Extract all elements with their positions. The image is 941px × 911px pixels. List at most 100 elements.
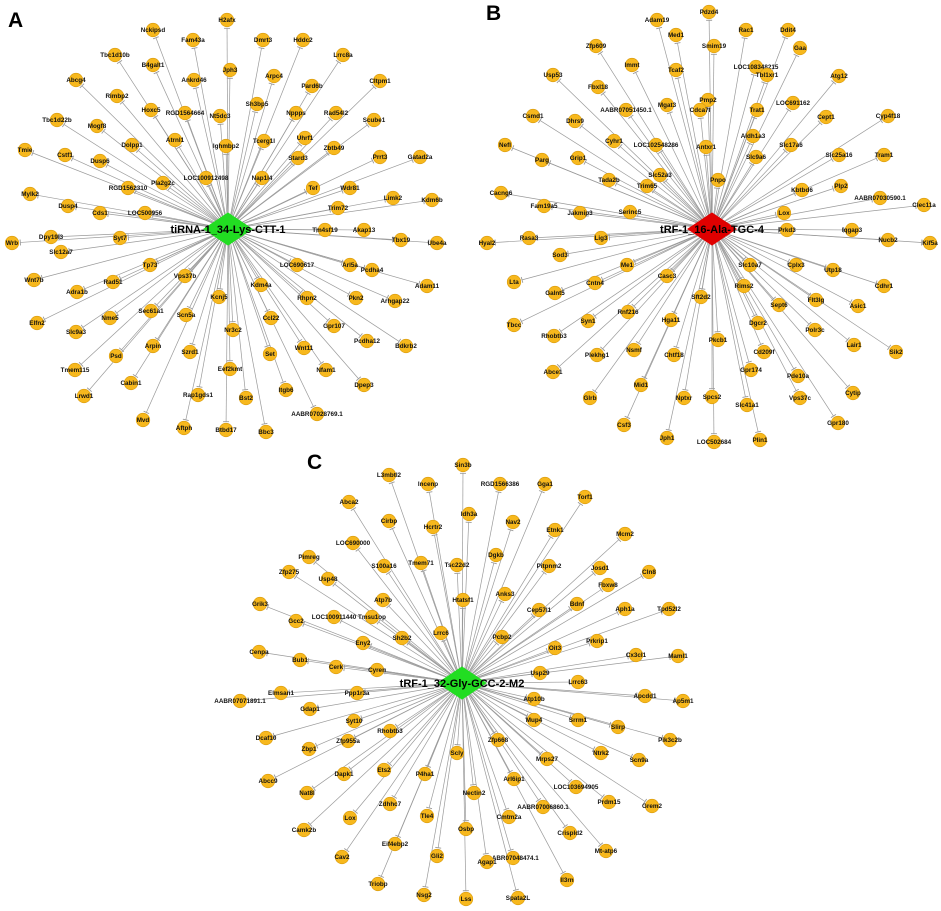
panel-c-gene-node[interactable]: LOC103694905 — [554, 779, 599, 795]
panel-c-gene-node[interactable]: Hcrtr2 — [424, 519, 443, 535]
panel-a-gene-node[interactable]: Cstf1 — [57, 147, 73, 163]
panel-c-gene-node[interactable]: Cerk — [328, 659, 343, 675]
panel-a-gene-node[interactable]: Nap1l4 — [252, 170, 273, 186]
panel-a-gene-node[interactable]: Limk2 — [384, 190, 403, 206]
panel-a-gene-node[interactable]: Cltpm1 — [369, 73, 391, 89]
panel-c-gene-node[interactable]: Eny2 — [355, 635, 371, 651]
panel-c-gene-node[interactable]: Mup4 — [526, 712, 543, 728]
panel-b-gene-node[interactable]: Slc10a7 — [738, 257, 762, 273]
panel-b-gene-node[interactable]: Abce1 — [544, 364, 563, 380]
panel-c-gene-node[interactable]: Prdm15 — [597, 794, 621, 810]
panel-b-gene-node[interactable]: Gpr180 — [827, 415, 849, 431]
panel-a-gene-node[interactable]: Stard3 — [288, 150, 308, 166]
panel-a-gene-node[interactable]: Arl5a — [342, 257, 358, 273]
panel-a-gene-node[interactable]: Dusp4 — [58, 198, 78, 214]
panel-c-gene-node[interactable]: Prkrip1 — [586, 633, 608, 649]
panel-c-gene-node[interactable]: Cav2 — [334, 849, 350, 865]
panel-b-gene-node[interactable]: Slc52a3 — [648, 167, 672, 183]
panel-c-gene-node[interactable]: Pik3c2b — [658, 732, 682, 748]
panel-a-gene-node[interactable]: Wdr81 — [340, 180, 360, 196]
panel-b-gene-node[interactable]: Aldh1a3 — [741, 128, 766, 144]
panel-a-gene-node[interactable]: LOC500956 — [128, 205, 163, 221]
panel-a-gene-node[interactable]: Dpep3 — [354, 377, 374, 393]
panel-b-gene-node[interactable]: AABR07030590.1 — [854, 190, 906, 206]
panel-b-gene-node[interactable]: LOC502684 — [697, 434, 732, 450]
panel-a-gene-node[interactable]: Wnt7b — [24, 272, 44, 288]
panel-b-gene-node[interactable]: Atg12 — [830, 68, 848, 84]
panel-c-gene-node[interactable]: Cenpa — [249, 644, 269, 660]
panel-c-gene-node[interactable]: Pcbp2 — [493, 629, 512, 645]
panel-a-gene-node[interactable]: Nme5 — [101, 310, 119, 326]
panel-a-gene-node[interactable]: Pla2g2c — [151, 175, 175, 191]
panel-c-gene-node[interactable]: Mrps27 — [536, 751, 559, 767]
panel-a-gene-node[interactable]: Ankrd46 — [181, 72, 207, 88]
panel-b-gene-node[interactable]: Rhobtb3 — [541, 328, 567, 344]
panel-a-gene-node[interactable]: Arpc4 — [265, 68, 283, 84]
panel-c-gene-node[interactable]: AABR07048474.1 — [487, 850, 539, 866]
panel-b-gene-node[interactable]: Serinc5 — [619, 204, 642, 220]
panel-a-gene-node[interactable]: Pard6b — [301, 78, 323, 94]
panel-b-gene-node[interactable]: Pkcb1 — [709, 332, 728, 348]
panel-a-gene-node[interactable]: Kdm6b — [421, 192, 443, 208]
panel-a-gene-node[interactable]: Tbc1d10b — [100, 47, 130, 63]
panel-b-gene-node[interactable]: Hyal2 — [479, 235, 496, 251]
panel-b-gene-node[interactable]: Cytip — [845, 385, 861, 401]
panel-a-gene-node[interactable]: Rad51 — [104, 274, 123, 290]
panel-c-gene-node[interactable]: Osbp — [458, 821, 474, 837]
panel-b-gene-node[interactable]: Cntn4 — [586, 275, 604, 291]
panel-c-gene-node[interactable]: Triobp — [368, 876, 388, 892]
panel-b-gene-node[interactable]: Csf3 — [616, 417, 631, 433]
panel-a-gene-node[interactable]: Eef2kmt — [218, 361, 243, 377]
panel-a-gene-node[interactable]: H2afx — [218, 12, 236, 28]
panel-c-gene-node[interactable]: Apcdd1 — [633, 688, 657, 704]
panel-b-gene-node[interactable]: Mgat3 — [658, 97, 677, 113]
panel-c-gene-node[interactable]: Mt-atp6 — [595, 843, 618, 859]
panel-b-gene-node[interactable]: Trim65 — [637, 178, 658, 194]
panel-c-gene-node[interactable]: Ets2 — [376, 762, 391, 778]
panel-a-gene-node[interactable]: Lrrc8a — [333, 47, 353, 63]
panel-c-gene-node[interactable]: Torf1 — [577, 489, 593, 505]
panel-c-gene-node[interactable]: L3mbtl2 — [377, 467, 402, 483]
panel-b-gene-node[interactable]: Usp53 — [544, 67, 563, 83]
panel-c-gene-node[interactable]: Atp7b — [374, 592, 392, 608]
panel-c-gene-node[interactable]: Pimreg — [298, 549, 320, 565]
panel-c-gene-node[interactable]: Nsg2 — [416, 887, 432, 903]
panel-a-gene-node[interactable]: Tef — [305, 180, 321, 196]
panel-c-gene-node[interactable]: Cmtm2a — [497, 809, 522, 825]
panel-a-gene-node[interactable]: Rimbp2 — [105, 88, 129, 104]
panel-a-gene-node[interactable]: Bst2 — [238, 390, 253, 406]
panel-b-gene-node[interactable]: Cd209f — [754, 344, 776, 360]
panel-b-gene-node[interactable]: LOC102548286 — [634, 137, 679, 153]
panel-c-gene-node[interactable]: Agap1 — [477, 854, 497, 870]
panel-b-gene-node[interactable]: Grip1 — [570, 150, 587, 166]
panel-c-gene-node[interactable]: Oit3 — [547, 640, 563, 656]
panel-b-gene-node[interactable]: Gaa — [792, 40, 808, 56]
panel-a-gene-node[interactable]: Dpy19l3 — [39, 229, 64, 245]
panel-c-gene-node[interactable]: Cyren — [368, 662, 386, 678]
panel-c-gene-node[interactable]: Ppp1r3a — [345, 685, 370, 701]
panel-a-gene-node[interactable]: RGD1564664 — [166, 105, 205, 121]
panel-b-gene-node[interactable]: Galnt5 — [545, 285, 565, 301]
panel-a-gene-node[interactable]: Nfam1 — [316, 362, 336, 378]
panel-a-gene-node[interactable]: Btbd17 — [215, 422, 237, 438]
panel-c-gene-node[interactable]: Zbp1 — [301, 741, 317, 757]
panel-c-gene-node[interactable]: Ntrk2 — [593, 745, 610, 761]
panel-c-gene-node[interactable]: Nat8l — [299, 785, 315, 801]
panel-b-gene-node[interactable]: Tram1 — [875, 147, 894, 163]
panel-c-gene-node[interactable]: Abca2 — [340, 494, 359, 510]
panel-a-gene-node[interactable]: Akap13 — [353, 222, 376, 238]
panel-b-gene-node[interactable]: Tada2b — [598, 172, 620, 188]
panel-a-gene-node[interactable]: Sh3bp5 — [246, 96, 269, 112]
panel-c-gene-node[interactable]: Gli2 — [429, 848, 445, 864]
panel-c-gene-node[interactable]: Anks3 — [496, 586, 515, 602]
panel-b-gene-node[interactable]: Prkd3 — [778, 222, 796, 238]
panel-c-gene-node[interactable]: AABR07006860.1 — [517, 799, 569, 815]
panel-c-gene-node[interactable]: Josd1 — [591, 560, 610, 576]
panel-a-gene-node[interactable]: Vps37b — [174, 268, 197, 284]
panel-c-gene-node[interactable]: Grik3 — [252, 596, 269, 612]
panel-c-gene-node[interactable]: Atp10b — [523, 691, 545, 707]
panel-a-gene-node[interactable]: Gatad2a — [408, 149, 433, 165]
panel-a-gene-node[interactable]: AABR07028769.1 — [291, 406, 343, 422]
panel-c-gene-node[interactable]: Etnk1 — [546, 522, 564, 538]
panel-c-gene-node[interactable]: Tmem71 — [408, 555, 434, 571]
